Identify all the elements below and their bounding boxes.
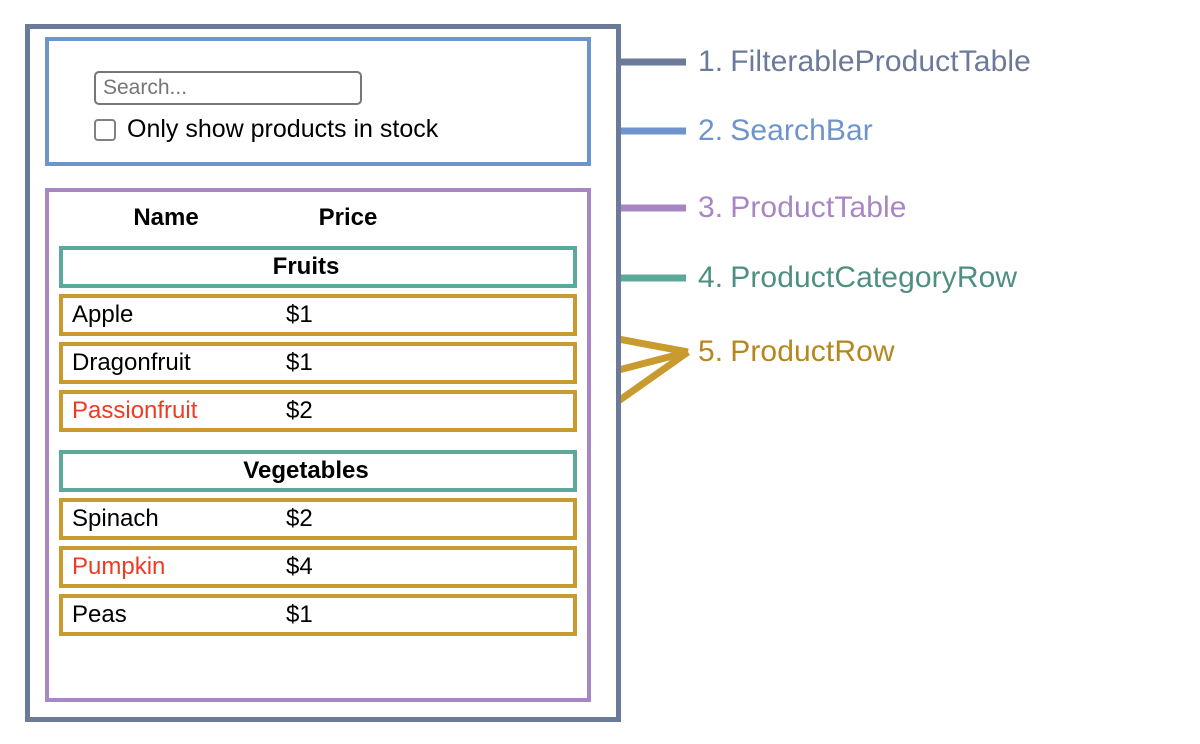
product-row: Peas $1 [59,594,577,636]
product-price-cell: $2 [286,397,313,424]
legend-item-product-category-row: 4.ProductCategoryRow [698,263,1017,293]
product-name-cell: Dragonfruit [72,349,191,376]
product-name-cell: Passionfruit [72,397,198,424]
product-category-row: Fruits [59,246,577,288]
legend-number-2: 2. [698,114,724,147]
product-price-cell: $1 [286,301,313,328]
legend-item-product-row: 5.ProductRow [698,337,895,367]
product-row: Spinach $2 [59,498,577,540]
legend-item-product-table: 3.ProductTable [698,193,907,223]
legend-number-4: 4. [698,261,724,294]
legend-number-3: 3. [698,191,724,224]
product-name-cell: Peas [72,601,127,628]
column-header-name: Name [133,204,199,231]
legend-label-4: ProductCategoryRow [730,261,1018,294]
table-header-row: Name Price [59,204,577,232]
product-price-cell: $1 [286,349,313,376]
product-name-cell: Apple [72,301,134,328]
legend-number-5: 5. [698,335,724,368]
product-row: Pumpkin $4 [59,546,577,588]
legend-label-2: SearchBar [730,114,873,147]
in-stock-filter-row[interactable]: Only show products in stock [94,117,438,142]
product-price-cell: $1 [286,601,313,628]
legend-label-5: ProductRow [730,335,895,368]
category-group-gap [59,438,577,450]
product-category-row: Vegetables [59,450,577,492]
product-name-cell: Pumpkin [72,553,166,580]
product-name-cell: Spinach [72,505,159,532]
checkbox-icon[interactable] [94,118,116,141]
search-bar-frame: Only show products in stock [45,37,591,166]
product-category-label: Fruits [272,253,340,280]
legend-item-filterable-product-table: 1.FilterableProductTable [698,47,1031,77]
product-price-cell: $4 [286,553,313,580]
search-input[interactable] [94,71,362,105]
in-stock-filter-label: Only show products in stock [127,115,439,143]
legend-label-3: ProductTable [730,191,907,224]
product-price-cell: $2 [286,505,313,532]
legend-item-search-bar: 2.SearchBar [698,116,873,146]
product-row: Dragonfruit $1 [59,342,577,384]
column-header-price: Price [318,204,378,231]
product-row: Apple $1 [59,294,577,336]
legend-label-1: FilterableProductTable [730,45,1031,78]
product-row: Passionfruit $2 [59,390,577,432]
product-category-label: Vegetables [243,457,369,484]
legend-number-1: 1. [698,45,724,78]
